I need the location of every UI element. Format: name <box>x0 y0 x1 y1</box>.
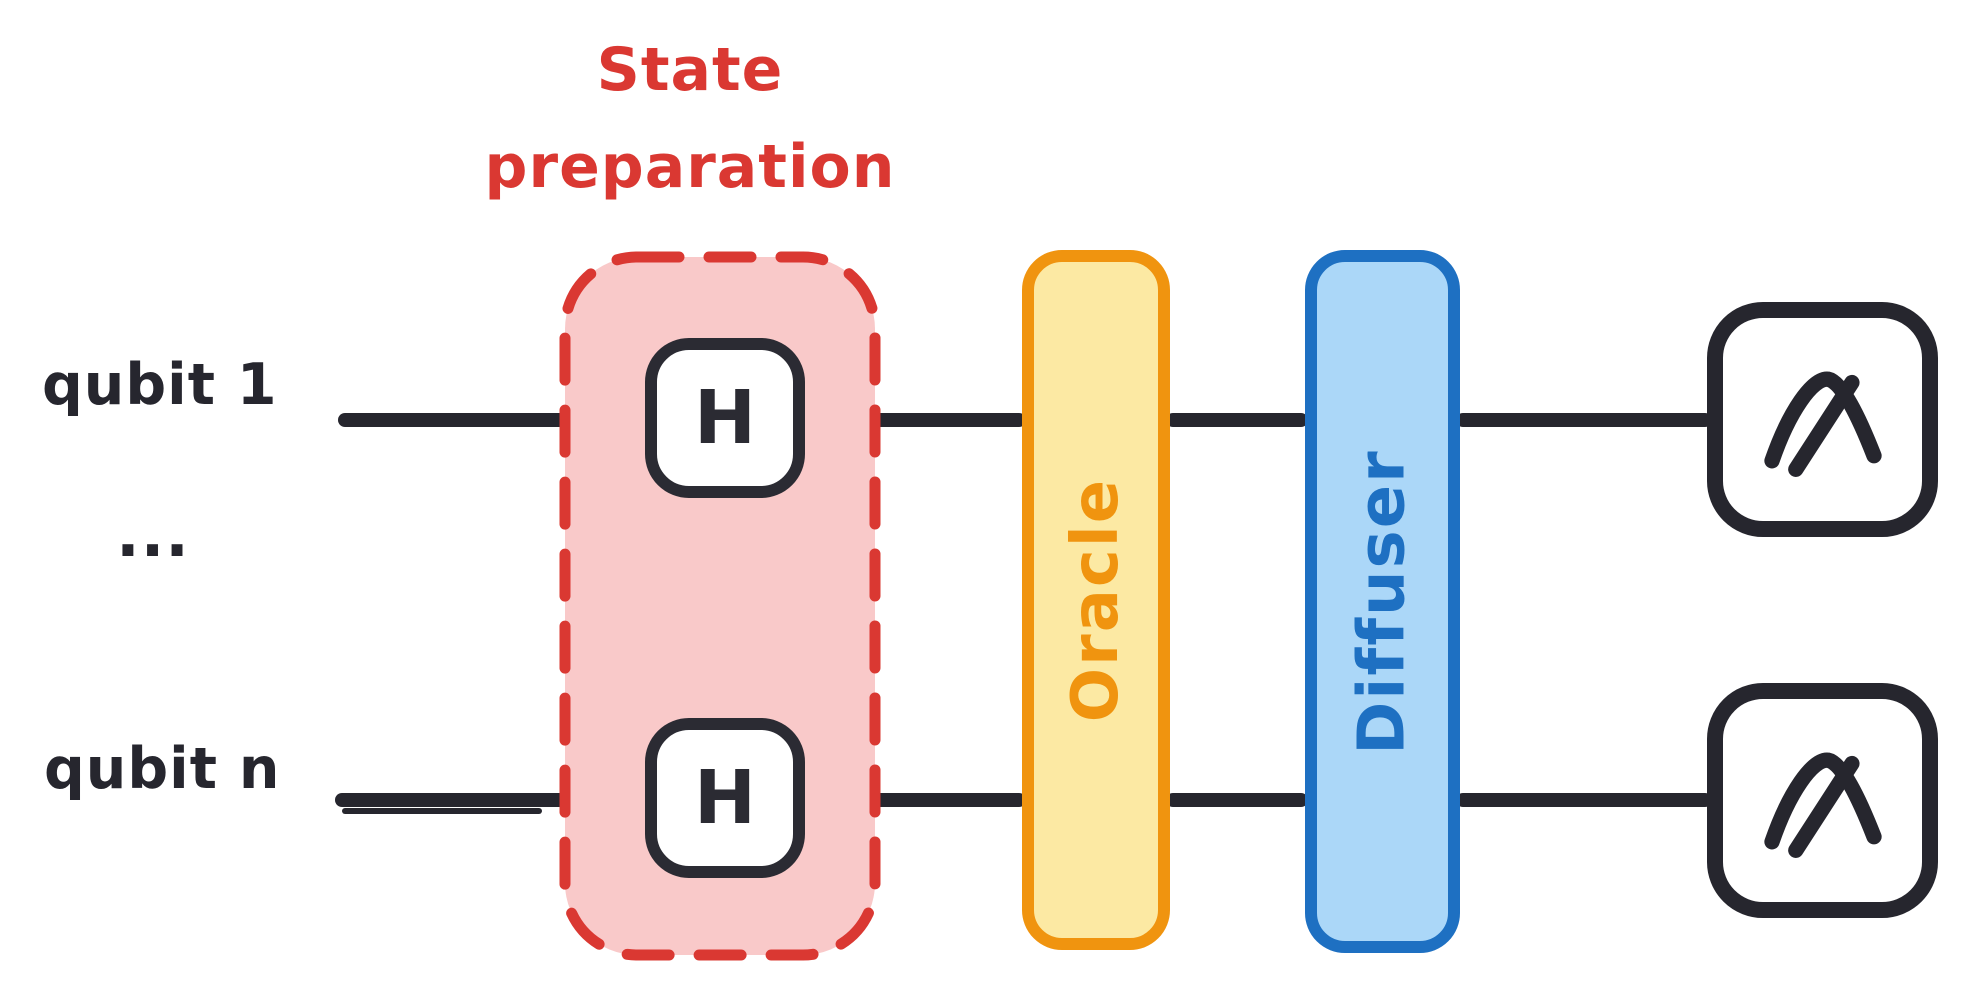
qubitn-wire-segment-2 <box>868 793 1026 807</box>
qubit1-wire-segment-4 <box>1456 413 1712 427</box>
qubit1-wire-segment-1 <box>338 413 566 427</box>
state-preparation-title-line2: preparation <box>484 132 896 202</box>
state-preparation-title: State preparation <box>450 22 930 216</box>
hadamard-gate-qubit1: H <box>645 338 805 498</box>
qubit-1-label: qubit 1 <box>42 352 278 418</box>
measurement-meter-icon <box>1763 752 1882 858</box>
measurement-meter-icon <box>1763 371 1882 477</box>
measurement-gate-qubitn <box>1707 683 1938 918</box>
qubitn-wire-doubled-stroke <box>342 808 542 814</box>
qubit1-wire-segment-3 <box>1166 413 1308 427</box>
hadamard-gate-qubitn: H <box>645 718 805 878</box>
measurement-gate-qubit1 <box>1707 302 1938 537</box>
qubit1-wire-segment-2 <box>868 413 1026 427</box>
diffuser-block: Diffuser <box>1305 250 1460 953</box>
qubitn-wire-segment-3 <box>1166 793 1308 807</box>
oracle-label: Oracle <box>1059 477 1133 723</box>
qubit-n-label: qubit n <box>44 736 281 802</box>
hadamard-gate-label: H <box>694 755 756 841</box>
hadamard-gate-label: H <box>694 375 756 461</box>
oracle-block: Oracle <box>1022 250 1170 950</box>
qubit-ellipsis-label: ... <box>116 498 190 571</box>
qubitn-wire-segment-1 <box>335 793 566 807</box>
diffuser-label: Diffuser <box>1345 448 1420 755</box>
qubitn-wire-segment-4 <box>1456 793 1712 807</box>
state-preparation-title-line1: State <box>596 35 784 105</box>
